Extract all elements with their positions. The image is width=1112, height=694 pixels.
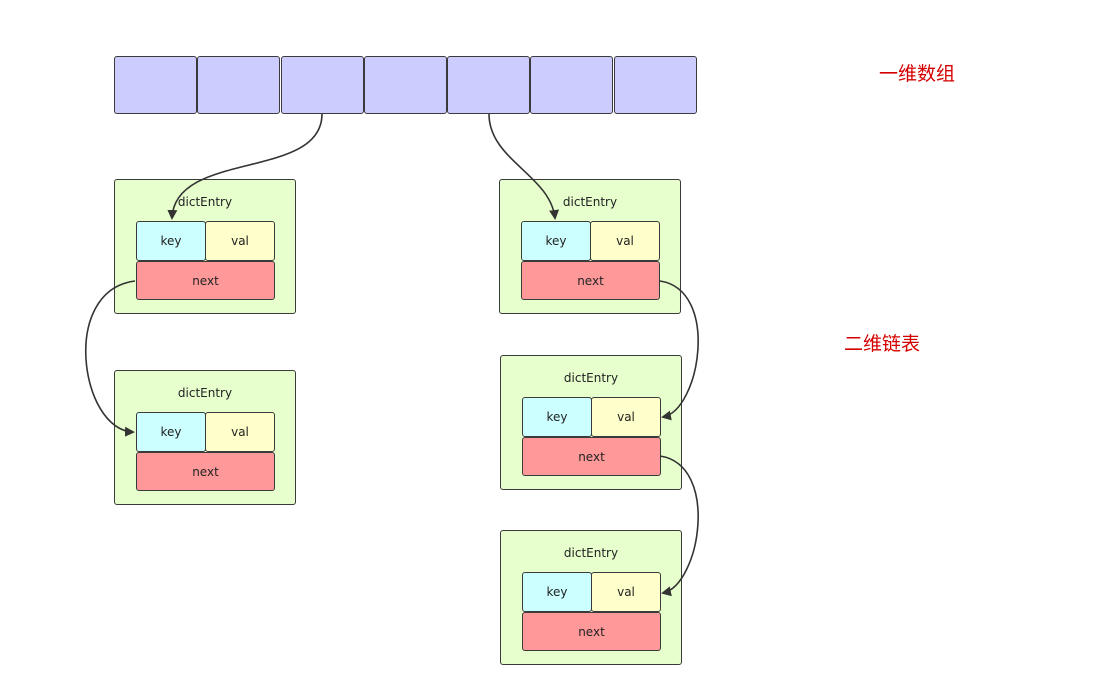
- array-cell: [447, 56, 530, 114]
- arrow-next-right-2: [659, 455, 699, 597]
- entry-next: next: [522, 437, 661, 476]
- entry-val: val: [591, 572, 661, 612]
- dict-entry: dictEntry key val next: [500, 530, 682, 665]
- dict-entry: dictEntry key val next: [114, 179, 296, 314]
- list-label: 二维链表: [844, 333, 921, 355]
- entry-title: dictEntry: [177, 386, 233, 400]
- array-cell: [281, 56, 364, 114]
- entry-val: val: [591, 397, 661, 437]
- arrow-next-left: [84, 280, 136, 437]
- arrow-cell3-to-entry: [167, 113, 323, 220]
- entry-next: next: [136, 452, 275, 491]
- dict-entry: dictEntry key val next: [499, 179, 681, 314]
- entry-next: next: [522, 612, 661, 651]
- entry-key: key: [136, 221, 206, 261]
- array-cell: [197, 56, 280, 114]
- dict-entry: dictEntry key val next: [114, 370, 296, 505]
- entry-title: dictEntry: [563, 371, 619, 385]
- entry-next: next: [136, 261, 275, 300]
- entry-key: key: [521, 221, 591, 261]
- entry-title: dictEntry: [563, 546, 619, 560]
- arrow-next-right-1: [659, 280, 699, 421]
- array-cell: [530, 56, 613, 114]
- array-cell: [114, 56, 197, 114]
- entry-title: dictEntry: [177, 195, 233, 209]
- entry-val: val: [205, 412, 275, 452]
- array-label: 一维数组: [879, 63, 956, 85]
- array-cell: [614, 56, 697, 114]
- array-cell: [364, 56, 447, 114]
- entry-val: val: [205, 221, 275, 261]
- entry-title: dictEntry: [562, 195, 618, 209]
- entry-key: key: [522, 397, 592, 437]
- entry-val: val: [590, 221, 660, 261]
- entry-key: key: [136, 412, 206, 452]
- entry-next: next: [521, 261, 660, 300]
- dict-entry: dictEntry key val next: [500, 355, 682, 490]
- entry-key: key: [522, 572, 592, 612]
- arrow-cell5-to-entry: [488, 113, 560, 220]
